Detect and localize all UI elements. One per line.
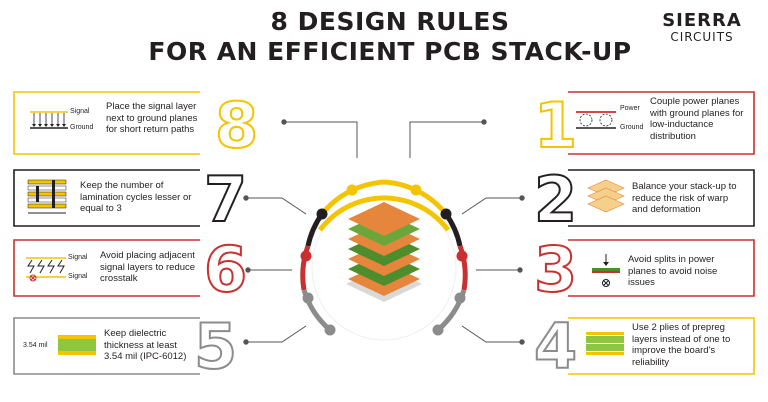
rule-1-box: 1: [533, 88, 755, 163]
rule-7-box: 7: [13, 162, 248, 237]
balanced-stack-icon: [587, 179, 625, 213]
crosstalk-icon: [26, 257, 66, 282]
rule-4-box: 4: [533, 309, 755, 384]
power-ground-loops-icon: [576, 111, 616, 129]
rule-3-number: 3: [534, 233, 577, 306]
logo-wordmark: SIERRA: [662, 10, 742, 31]
rule-3-box: 3: [533, 232, 755, 307]
rule-8-text: Place the signal layer next to ground pl…: [106, 101, 198, 135]
rule-1-text: Couple power planes with ground planes f…: [650, 96, 744, 142]
rule-6-text: Avoid placing adjacent signal layers to …: [100, 250, 196, 284]
connector-lines: [243, 119, 525, 345]
sierra-circuits-logo: SIERRA CIRCUITS: [650, 10, 754, 44]
rule-5-text: Keep dielectric thickness at least 3.54 …: [104, 328, 187, 362]
split-plane-icon: [592, 254, 620, 287]
rule-5-box: 5: [13, 309, 238, 384]
rule-8-label-ground: Ground: [70, 124, 94, 131]
rule-1-label-power: Power: [620, 105, 640, 112]
page-title-line-1: 8 DESIGN RULES: [270, 7, 510, 36]
rule-6-number: 6: [204, 233, 247, 306]
prepreg-plies-icon: [586, 332, 624, 355]
rule-1-label-ground: Ground: [620, 124, 644, 131]
rule-7-text: Keep the number of lamination cycles les…: [80, 180, 192, 214]
logo-subtitle: CIRCUITS: [670, 30, 734, 44]
signal-ground-arrows-icon: [30, 111, 68, 129]
lamination-stack-icon: [27, 179, 67, 214]
rule-2-number: 2: [534, 163, 577, 236]
rule-6-label-signal-top: Signal: [68, 254, 88, 261]
rule-2-text: Balance your stack-up to reduce the risk…: [632, 181, 737, 215]
rule-3-text: Avoid splits in power planes to avoid no…: [628, 254, 718, 288]
rule-1-number: 1: [534, 89, 577, 162]
pcb-stackup-illustration: [346, 202, 422, 302]
page-title-line-2: FOR AN EFFICIENT PCB STACK-UP: [148, 37, 632, 66]
dielectric-thickness-icon: [58, 335, 96, 355]
rule-7-number: 7: [204, 163, 247, 236]
rule-6-box: 6: [13, 232, 248, 307]
rule-5-label-thickness: 3.54 mil: [23, 342, 48, 349]
rule-4-number: 4: [534, 310, 577, 383]
rule-2-box: 2: [533, 162, 755, 237]
rule-6-label-signal-bottom: Signal: [68, 273, 88, 280]
rule-8-box: 8: [13, 88, 259, 163]
rule-5-number: 5: [194, 310, 237, 383]
rule-8-number: 8: [215, 89, 258, 162]
rule-4-text: Use 2 plies of prepreg layers instead of…: [632, 322, 731, 368]
rule-8-label-signal: Signal: [70, 108, 90, 115]
